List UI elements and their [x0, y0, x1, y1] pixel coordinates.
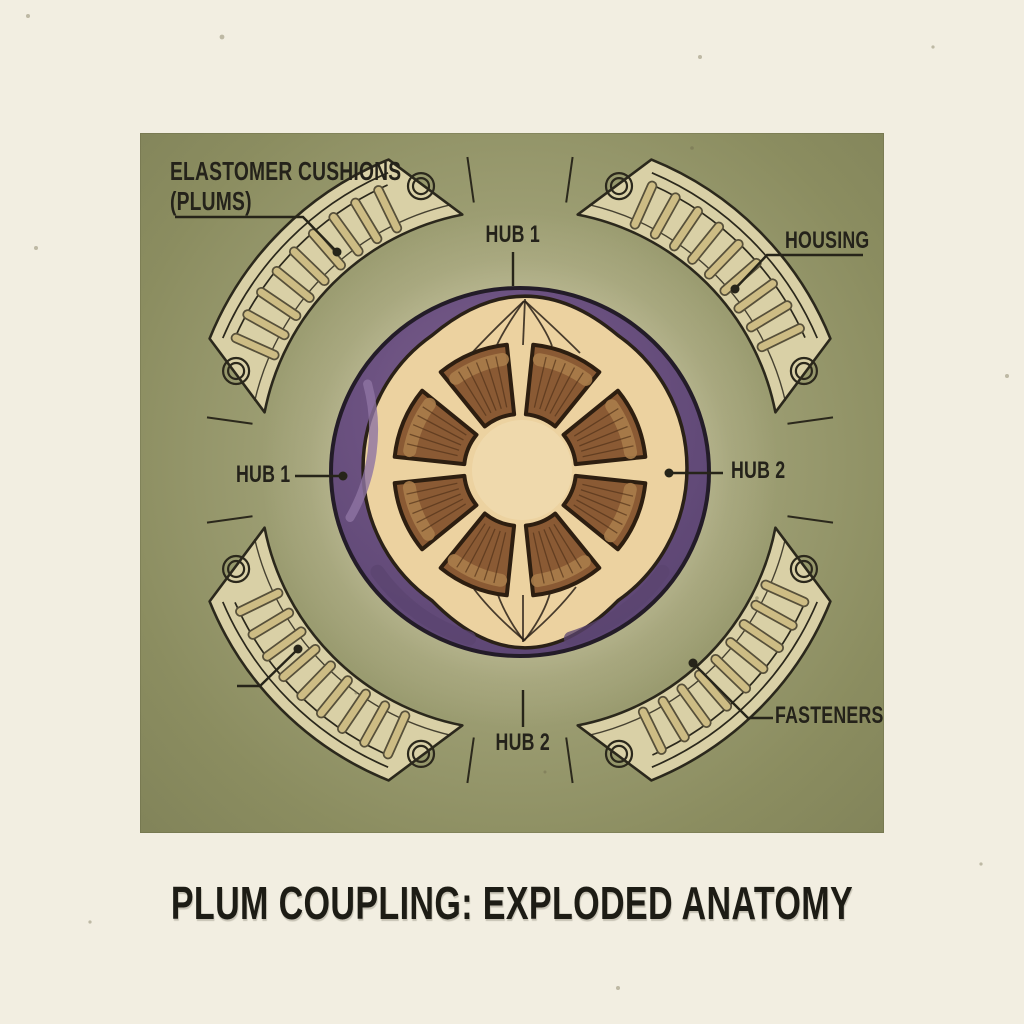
skin-highlight	[345, 379, 379, 522]
flesh-creases-bottom	[473, 586, 577, 642]
skin-shadow	[563, 564, 670, 646]
leader-hub2-right	[664, 468, 723, 478]
leader-sw-arc-unlabeled	[237, 644, 303, 688]
label-hub1-left: HUB 1	[236, 461, 291, 488]
leader-fasteners	[688, 658, 773, 720]
leader-elastomer-cushions	[175, 215, 342, 257]
label-hub1-top: HUB 1	[485, 221, 540, 248]
leader-hub1-left	[295, 471, 348, 481]
flesh-core	[472, 420, 572, 520]
skin-shadow	[370, 564, 477, 646]
label-hub2-bottom: HUB 2	[495, 729, 550, 756]
label-elastomer-cushions: ELASTOMER CUSHIONS (PLUMS)	[170, 156, 402, 216]
flesh-creases-top	[469, 298, 581, 356]
poster-title: PLUM COUPLING: EXPLODED ANATOMY	[170, 877, 854, 929]
label-hub2-right: HUB 2	[731, 457, 786, 484]
label-fasteners: FASTENERS	[775, 702, 884, 729]
plum-coupling-diagram	[175, 146, 863, 833]
leader-housing	[730, 253, 863, 294]
label-housing: HOUSING	[785, 227, 870, 254]
